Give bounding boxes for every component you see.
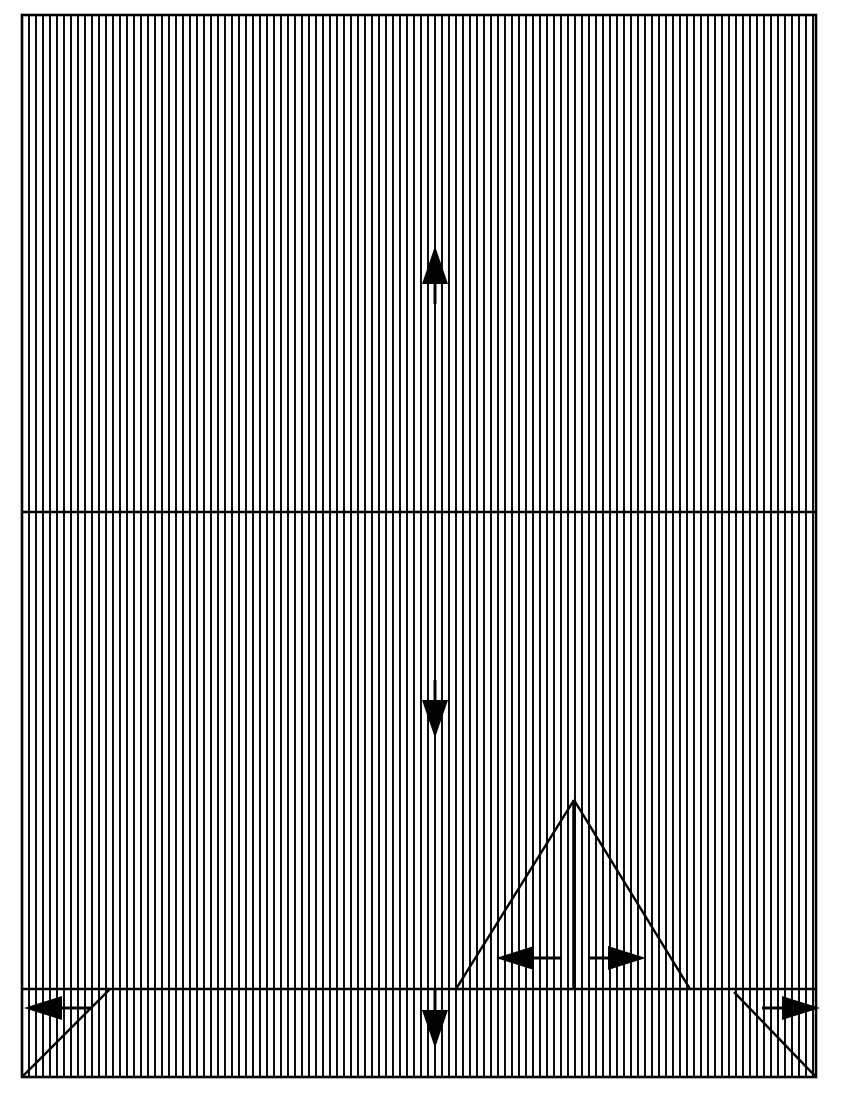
arrow-right-icon <box>762 996 820 1020</box>
arrow-right-icon <box>588 946 646 970</box>
arrow-left-icon <box>496 946 562 970</box>
left-diagonal-fold <box>21 988 111 1078</box>
arrow-down-icon <box>422 680 448 738</box>
triangle-right-edge <box>572 799 692 990</box>
arrow-up-icon <box>422 246 448 304</box>
triangle-left-edge <box>454 799 576 990</box>
arrow-down-icon <box>422 990 448 1048</box>
fold-lines <box>20 13 818 1079</box>
outer-border <box>20 13 818 1079</box>
arrows <box>24 246 820 1048</box>
right-diagonal-fold <box>733 991 817 1078</box>
arrow-left-icon <box>24 996 92 1020</box>
vertical-hatch-lines <box>28 15 814 1077</box>
